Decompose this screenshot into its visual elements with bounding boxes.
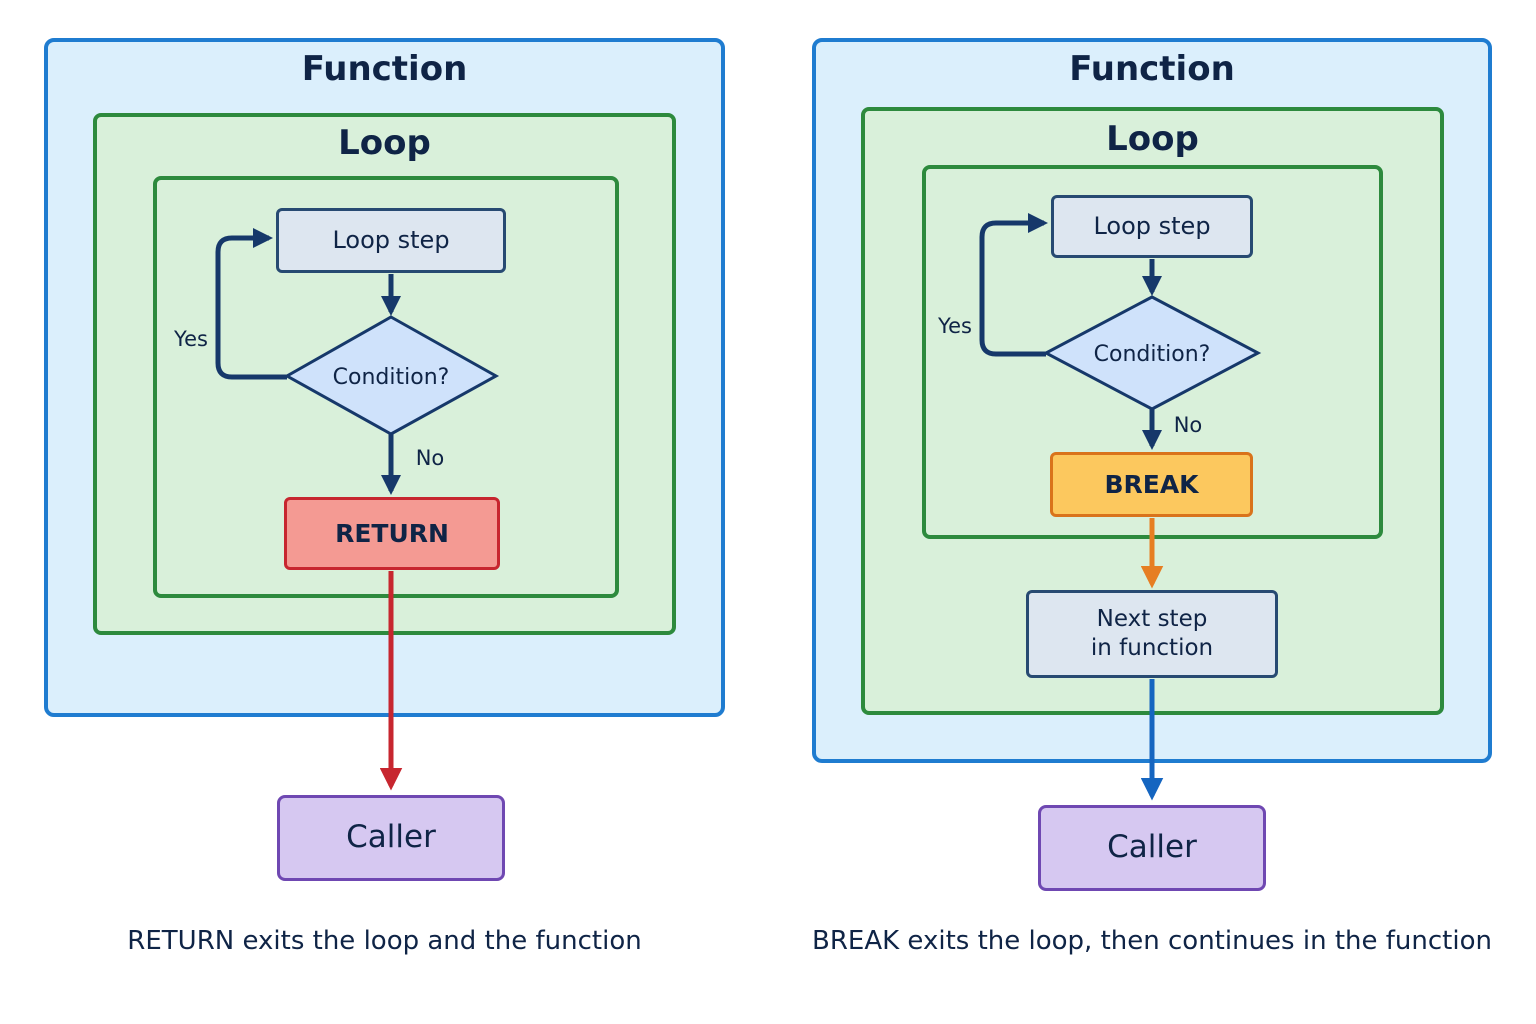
right-loop-title: Loop: [1106, 119, 1199, 159]
right-function-title: Function: [1069, 49, 1235, 89]
right-caller-node: Caller: [1038, 805, 1266, 891]
left-yes-loop-arrow: [215, 228, 287, 380]
next-step-line-1: Next step: [1096, 606, 1208, 633]
right-loop-step-node: Loop step: [1051, 195, 1253, 258]
left-condition-label: Condition?: [333, 365, 450, 390]
right-yes-label: Yes: [937, 314, 972, 338]
left-loop-step-node: Loop step: [276, 208, 506, 273]
right-condition-label: Condition?: [1094, 342, 1211, 367]
left-loop-title: Loop: [338, 123, 431, 163]
left-loop-body: [153, 176, 619, 598]
right-caption: BREAK exits the loop, then continues in …: [812, 926, 1492, 956]
left-no-label: No: [416, 446, 445, 470]
left-function-title: Function: [301, 49, 468, 89]
left-return-node: RETURN: [284, 497, 500, 570]
right-no-label: No: [1174, 413, 1203, 437]
right-break-node: BREAK: [1050, 452, 1253, 517]
right-yes-loop-arrow: [979, 213, 1048, 357]
right-next-step-node: Next step in function: [1026, 590, 1278, 678]
left-caller-node: Caller: [277, 795, 505, 881]
left-caption: RETURN exits the loop and the function: [127, 926, 642, 956]
next-step-line-2: in function: [1090, 635, 1214, 661]
left-yes-label: Yes: [173, 327, 208, 351]
